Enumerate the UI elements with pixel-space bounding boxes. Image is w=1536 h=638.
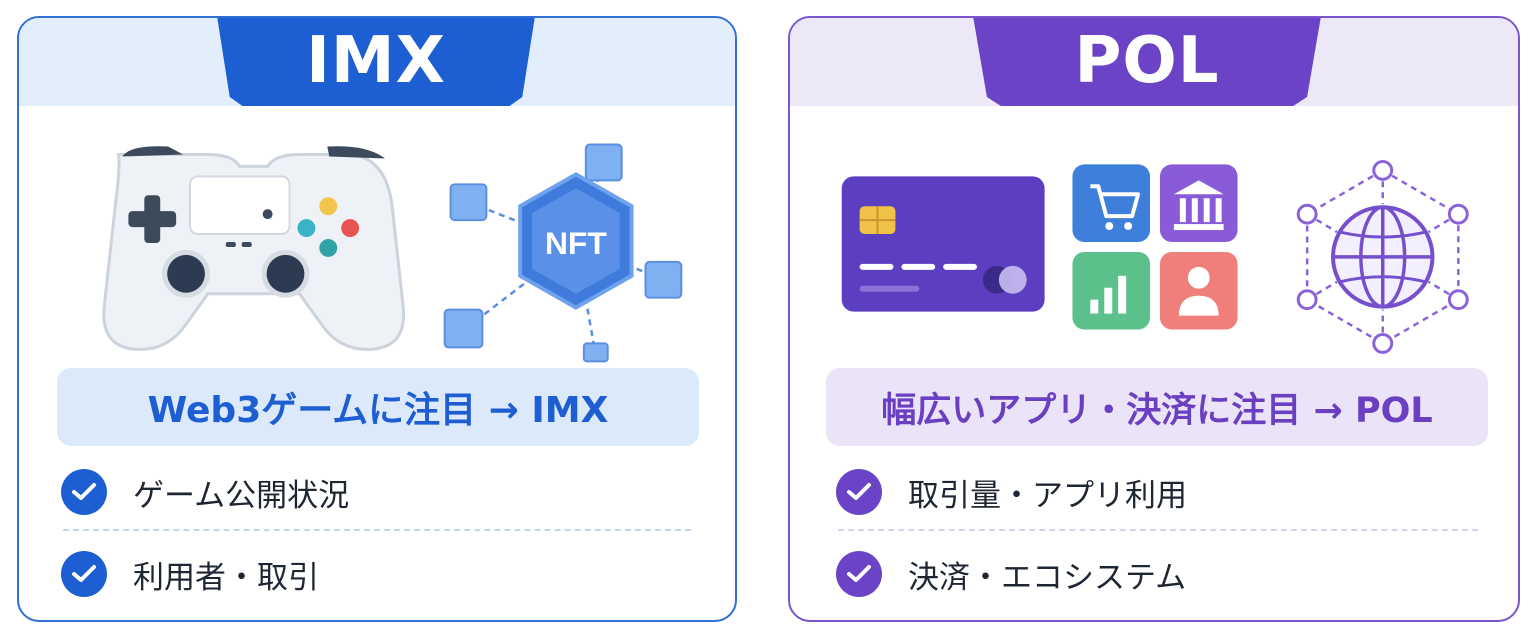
bar-chart-icon: [1072, 251, 1151, 330]
imx-check-item-1: ゲーム公開状況: [61, 462, 349, 522]
nft-label: NFT: [545, 225, 607, 261]
check-icon: [61, 469, 107, 515]
shopping-cart-icon: [1072, 164, 1151, 242]
imx-check-item-2: 利用者・取引: [61, 544, 319, 604]
nft-network-icon: NFT: [443, 143, 683, 363]
bank-icon: [1159, 164, 1238, 242]
pol-check-label-2: 決済・エコシステム: [908, 559, 1187, 596]
check-icon: [61, 551, 107, 597]
imx-check-label-2: 利用者・取引: [133, 559, 319, 596]
pol-card: POL: [788, 16, 1520, 622]
pol-divider: [838, 529, 1478, 531]
imx-card: IMX: [17, 16, 737, 622]
pol-banner: 幅広いアプリ・決済に注目 → POL: [826, 368, 1488, 446]
check-icon: [836, 551, 882, 597]
pol-check-item-2: 決済・エコシステム: [836, 544, 1186, 604]
globe-network-icon: [1296, 159, 1469, 354]
credit-card-icon: [841, 176, 1045, 312]
imx-check-label-1: ゲーム公開状況: [133, 477, 350, 514]
imx-divider: [63, 529, 691, 531]
pol-check-item-1: 取引量・アプリ利用: [836, 462, 1187, 522]
pol-illustration: [841, 159, 1469, 354]
pol-title: POL: [973, 18, 1321, 106]
imx-title: IMX: [217, 18, 535, 106]
user-icon: [1159, 251, 1238, 330]
imx-banner: Web3ゲームに注目 → IMX: [57, 368, 699, 446]
pol-check-label-1: 取引量・アプリ利用: [908, 477, 1187, 514]
imx-illustration: NFT: [102, 143, 683, 363]
check-icon: [836, 469, 882, 515]
game-controller-icon: [102, 146, 406, 351]
